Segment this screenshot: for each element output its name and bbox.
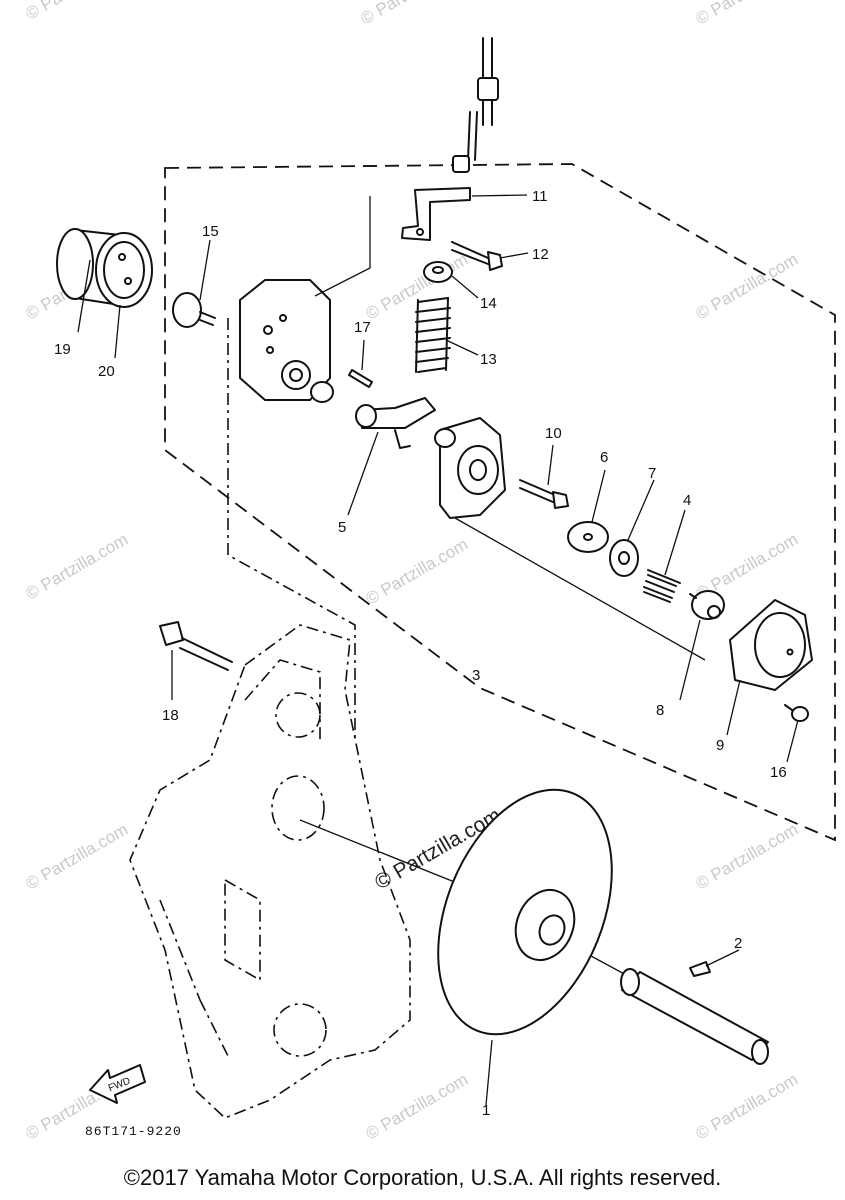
cable (452, 37, 499, 173)
leader-line (314, 196, 371, 297)
callout-11: 11 (532, 188, 548, 205)
watermark: © Partzilla.com (693, 250, 802, 324)
watermark: © Partzilla.com (358, 0, 467, 28)
callout-19: 19 (54, 341, 71, 358)
callout-9: 9 (716, 737, 724, 754)
watermark: © Partzilla.com (693, 0, 802, 28)
callout-2: 2 (734, 935, 742, 952)
callouts: 1 2 3 4 5 6 7 8 9 10 11 12 13 14 15 16 1… (54, 188, 787, 1119)
callout-7: 7 (648, 465, 656, 482)
leader-lines (77, 194, 799, 1106)
watermark: © Partzilla.com (363, 1070, 472, 1144)
part-2-key (689, 961, 711, 977)
callout-3: 3 (472, 667, 480, 684)
assembly-boundary (164, 163, 836, 842)
transmission-case (129, 624, 411, 1119)
callout-15: 15 (202, 223, 219, 240)
part-5-shaft (355, 397, 436, 449)
watermark: © Partzilla.com (693, 1070, 802, 1144)
drive-shaft (620, 968, 769, 1065)
watermark: © Partzilla.com (23, 0, 132, 23)
part-6-washer (567, 521, 609, 553)
watermark: © Partzilla.com (693, 820, 802, 894)
drawing-code: 86T171-9220 (85, 1124, 182, 1139)
watermark: © Partzilla.com (23, 820, 132, 894)
callout-4: 4 (683, 492, 691, 509)
copyright-notice: ©2017 Yamaha Motor Corporation, U.S.A. A… (123, 1165, 722, 1190)
part-9-cap (729, 599, 813, 691)
part-12-bolt (451, 241, 503, 271)
callout-13: 13 (480, 351, 497, 368)
part-4-spring (643, 569, 681, 603)
cover-plate (434, 417, 506, 519)
callout-16: 16 (770, 764, 787, 781)
callout-17: 17 (354, 319, 371, 336)
part-15-plug (172, 292, 216, 328)
governor-housing (239, 279, 334, 403)
callout-18: 18 (162, 707, 179, 724)
watermark: © Partzilla.com (363, 535, 472, 609)
callout-12: 12 (532, 246, 549, 263)
callout-1: 1 (482, 1102, 490, 1119)
fwd-arrow: FWD (89, 1064, 146, 1104)
alignment-line (227, 318, 356, 740)
part-7-clip (609, 539, 639, 577)
callout-20: 20 (98, 363, 115, 380)
part-18-bolt (159, 621, 233, 671)
part-11-bracket (401, 187, 471, 241)
callout-14: 14 (480, 295, 497, 312)
part-19-20-cup (56, 228, 153, 308)
part-17-pin (348, 369, 373, 388)
part-14-washer (423, 261, 453, 283)
part-10-bolt (519, 479, 569, 509)
callout-6: 6 (600, 449, 608, 466)
part-13-spring (415, 297, 451, 373)
alignment-line (299, 819, 463, 886)
callout-8: 8 (656, 702, 664, 719)
part-1-sheave (437, 788, 613, 1036)
callout-5: 5 (338, 519, 346, 536)
watermark: © Partzilla.com (23, 530, 132, 604)
watermark-layer: © Partzilla.com © Partzilla.com © Partzi… (23, 0, 802, 1143)
part-8-collar (689, 590, 725, 620)
part-16-screw (784, 704, 809, 722)
callout-10: 10 (545, 425, 562, 442)
